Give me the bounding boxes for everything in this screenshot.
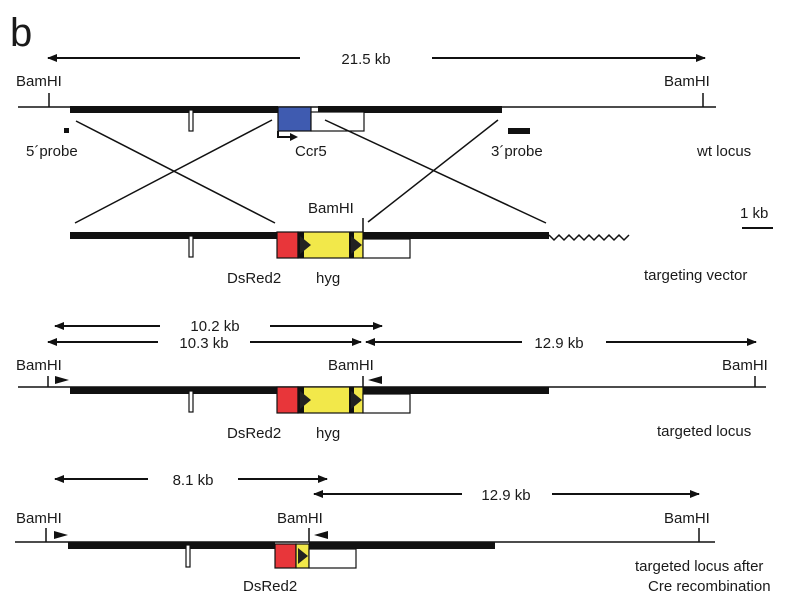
bamhi-site-label: BamHI xyxy=(664,73,710,90)
row-label-cre-line2: Cre recombination xyxy=(648,578,771,595)
probe-3-label: 3´probe xyxy=(491,143,543,160)
exon-1 xyxy=(188,390,194,413)
wt-locus: 21.5 kb BamHI BamHI Ccr5 5´probe 3´probe… xyxy=(16,51,751,160)
loxp-site-icon xyxy=(351,236,362,254)
row-label-vector: targeting vector xyxy=(644,267,747,284)
size-label-12.9kb: 12.9 kb xyxy=(534,335,583,352)
loxp-site-icon xyxy=(351,391,362,409)
homology-arm xyxy=(70,232,278,239)
bamhi-site-label: BamHI xyxy=(308,200,354,217)
primer-forward-icon xyxy=(54,531,68,539)
dsred2-label: DsRed2 xyxy=(243,578,297,595)
homology-arm xyxy=(70,387,277,394)
homology-arm xyxy=(309,542,495,549)
homology-arm xyxy=(68,542,275,549)
dsred2-cassette xyxy=(276,386,299,414)
row-label-targeted: targeted locus xyxy=(657,423,751,440)
bamhi-site-label: BamHI xyxy=(277,510,323,527)
targeting-vector: BamHI DsRed2 hyg 1 kb targeting vector xyxy=(70,200,773,287)
exon-1 xyxy=(185,544,191,568)
plasmid-backbone xyxy=(548,233,630,242)
dsred2-label: DsRed2 xyxy=(227,270,281,287)
loxp-site-icon xyxy=(300,236,311,254)
size-label-10.2kb: 10.2 kb xyxy=(190,318,239,335)
scale-bar-label: 1 kb xyxy=(740,205,768,222)
primer-reverse-icon xyxy=(368,376,382,384)
bamhi-site-label: BamHI xyxy=(664,510,710,527)
dsred2-cassette xyxy=(274,543,297,569)
hyg-label: hyg xyxy=(316,425,340,442)
dsred2-cassette xyxy=(276,231,299,259)
bamhi-site-label: BamHI xyxy=(16,357,62,374)
bamhi-site-label: BamHI xyxy=(16,510,62,527)
utr-box xyxy=(310,111,365,132)
ccr5-label: Ccr5 xyxy=(295,143,327,160)
size-label-10.3kb: 10.3 kb xyxy=(179,335,228,352)
loxp-site-icon xyxy=(298,548,308,564)
size-label-12.9kb: 12.9 kb xyxy=(481,487,530,504)
exon-1 xyxy=(188,235,194,258)
recombination-crossover xyxy=(74,119,547,224)
targeted-locus-after-cre: 8.1 kb 12.9 kb BamHI BamHI BamHI DsRed2 … xyxy=(15,472,771,595)
probe-5-marker xyxy=(64,128,69,133)
homology-arm xyxy=(70,106,278,113)
probe-3-marker xyxy=(508,128,530,134)
panel-label: b xyxy=(10,11,32,55)
utr-box xyxy=(362,393,411,414)
primer-forward-icon xyxy=(55,376,69,384)
homology-arm xyxy=(318,106,502,113)
utr-box xyxy=(362,238,411,259)
bamhi-site-label: BamHI xyxy=(16,73,62,90)
tss-arrow xyxy=(277,131,292,138)
homology-arm xyxy=(363,232,549,239)
bamhi-site-label: BamHI xyxy=(328,357,374,374)
size-label-21.5kb: 21.5 kb xyxy=(341,51,390,68)
probe-5-label: 5´probe xyxy=(26,143,78,160)
utr-box xyxy=(308,548,357,569)
bamhi-site-label: BamHI xyxy=(722,357,768,374)
row-label-cre-line1: targeted locus after xyxy=(635,558,763,575)
dsred2-label: DsRed2 xyxy=(227,425,281,442)
targeted-locus: 10.2 kb 10.3 kb 12.9 kb BamHI BamHI BamH… xyxy=(16,318,768,442)
row-label-wt: wt locus xyxy=(696,143,751,160)
size-label-8.1kb: 8.1 kb xyxy=(173,472,214,489)
primer-reverse-icon xyxy=(314,531,328,539)
loxp-site-icon xyxy=(300,391,311,409)
hyg-label: hyg xyxy=(316,270,340,287)
tss-arrowhead-icon xyxy=(290,133,298,141)
ccr5-exon xyxy=(277,106,312,132)
homology-arm xyxy=(363,387,549,394)
exon-1 xyxy=(188,109,194,132)
